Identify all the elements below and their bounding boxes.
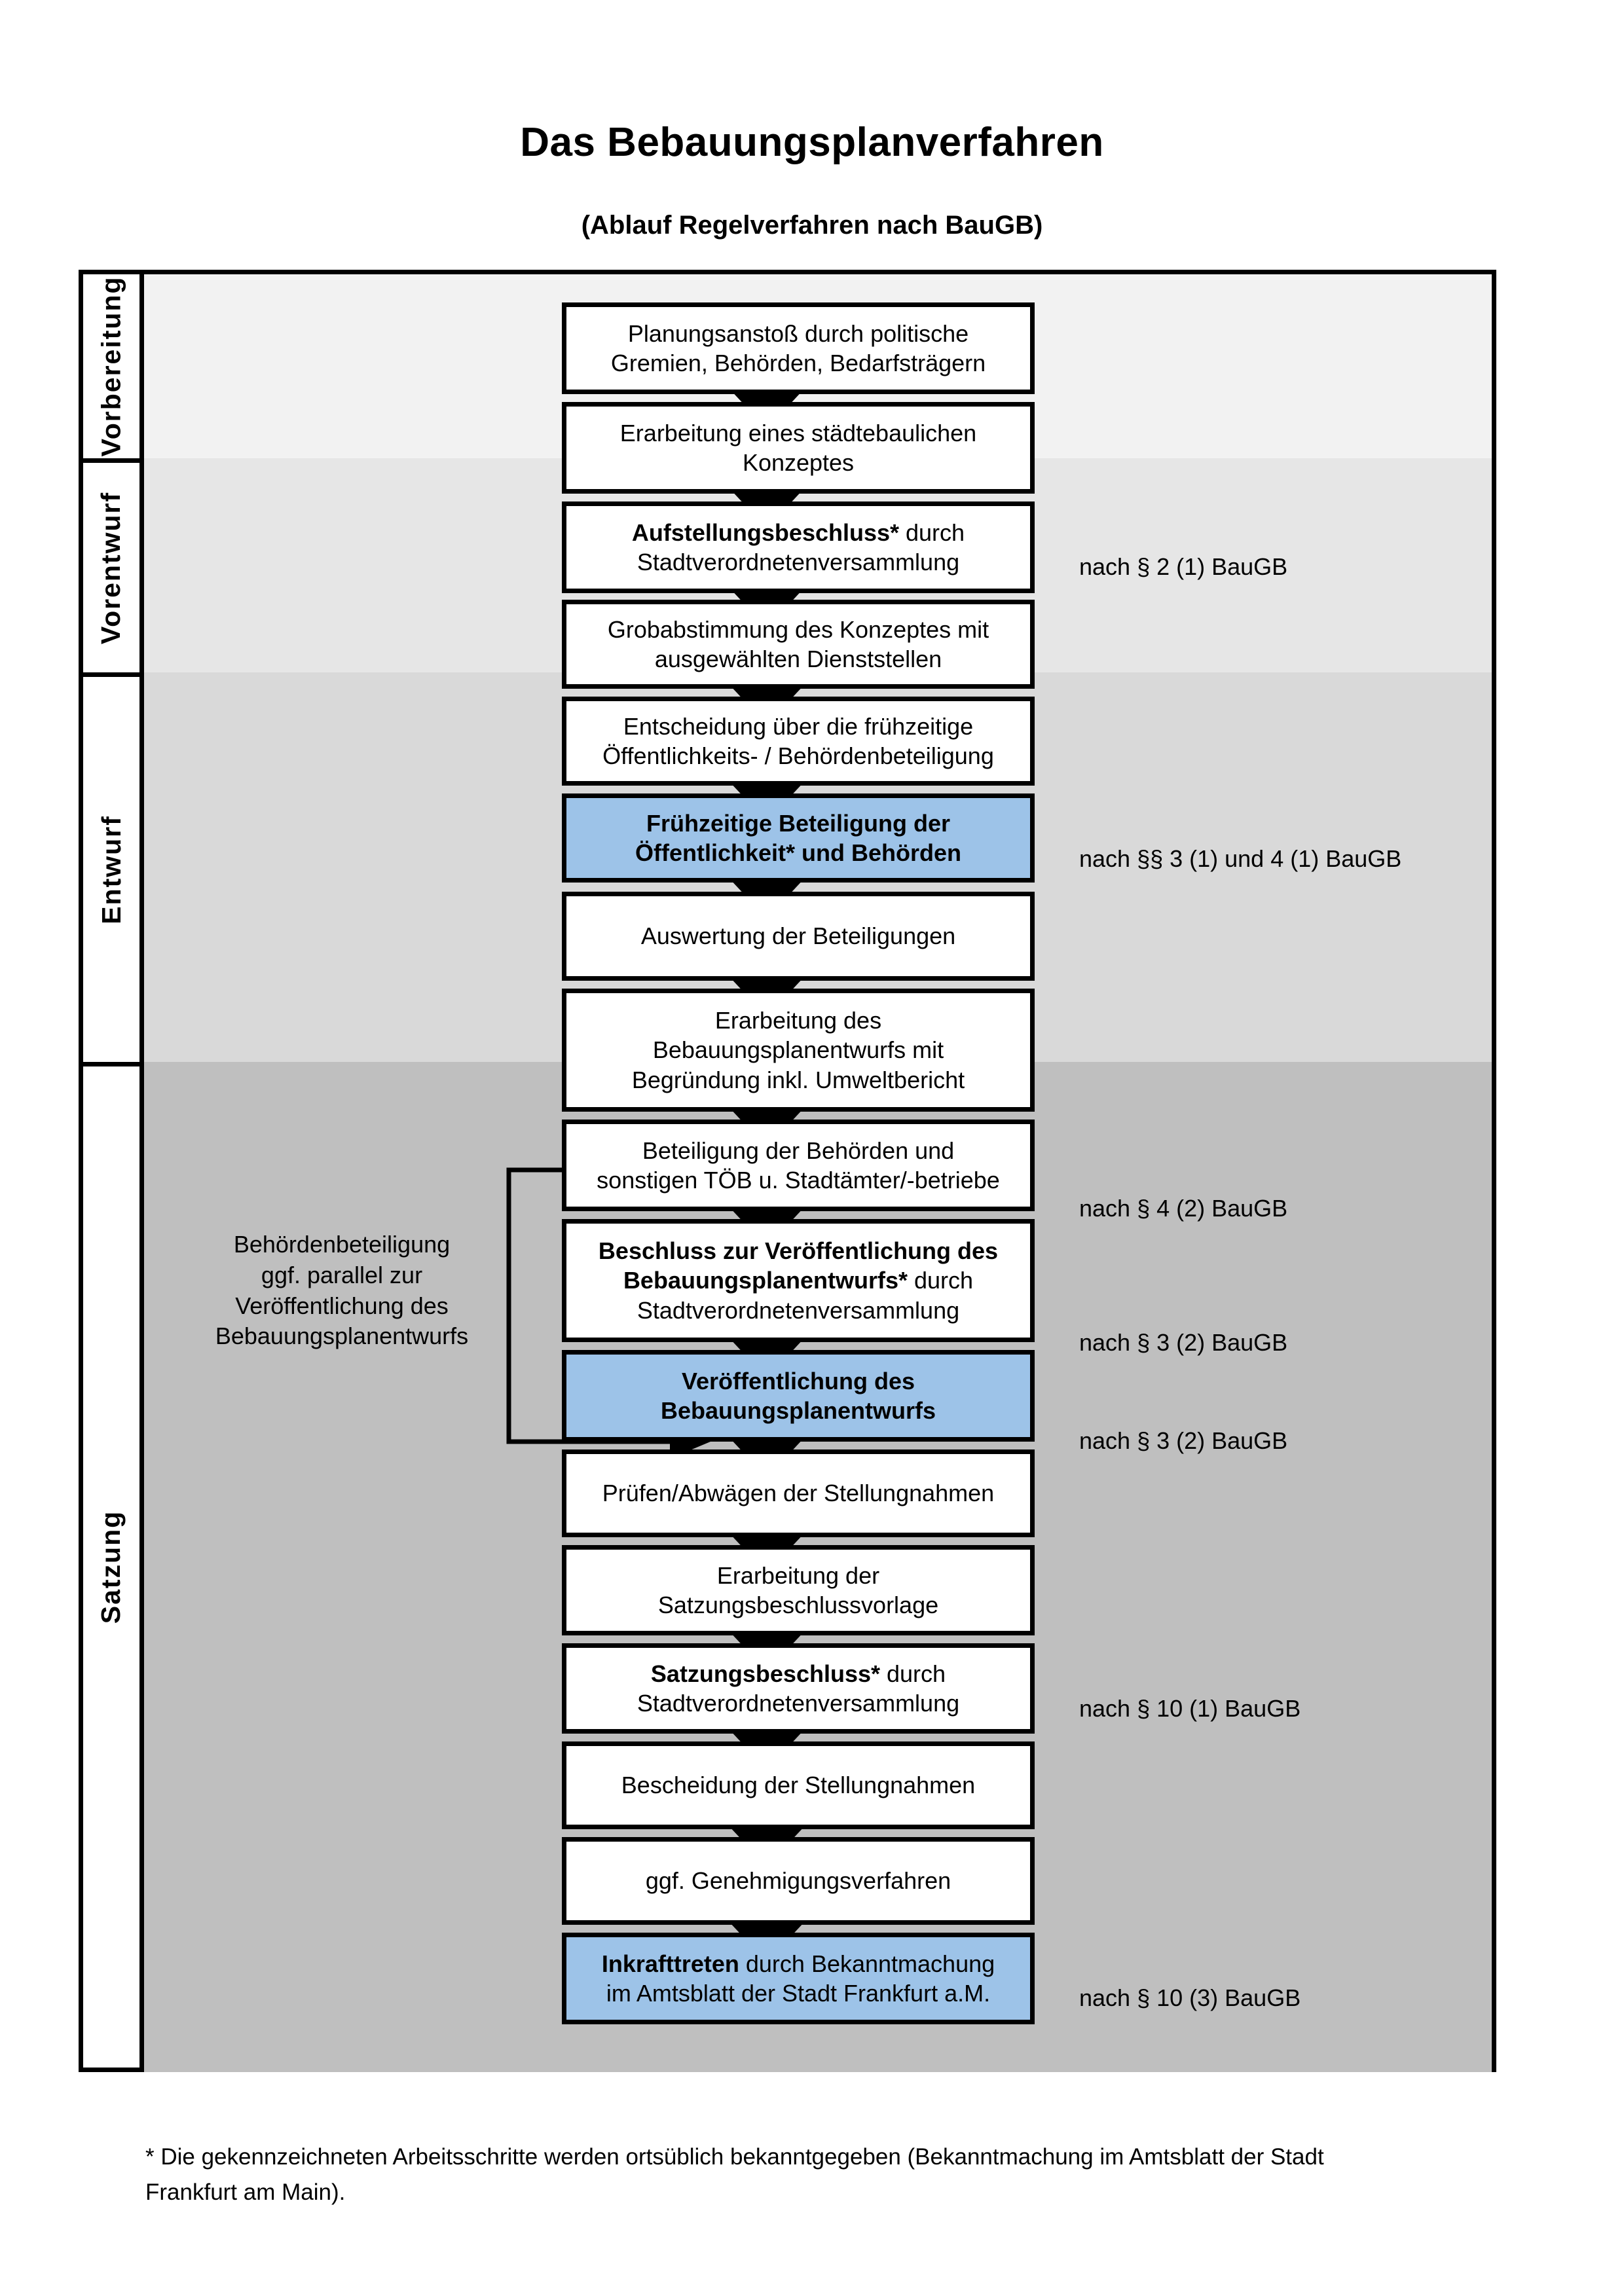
step-line-suffix: durch Bekanntmachung	[739, 1950, 995, 1977]
step-line: sonstigen TÖB u. Stadtämter/-betriebe	[597, 1167, 1000, 1194]
step-box-aufstellungsbeschluss[interactable]: Aufstellungsbeschluss* durch Stadtverord…	[562, 501, 1035, 593]
step-box-entscheidung-fruehzeitige-beteiligung[interactable]: Entscheidung über die frühzeitige Öffent…	[562, 697, 1035, 786]
step-box-veroeffentlichung-entwurf[interactable]: Veröffentlichung des Bebauungsplanentwur…	[562, 1350, 1035, 1442]
phase-label-cell-vorentwurf: Vorentwurf	[83, 458, 139, 672]
step-line-emphasis: Satzungsbeschluss*	[650, 1660, 881, 1687]
step-box-beschluss-veroeffentlichung[interactable]: Beschluss zur Veröffentlichung des Bebau…	[562, 1219, 1035, 1342]
footnote-line: * Die gekennzeichneten Arbeitsschritte w…	[145, 2144, 1324, 2170]
step-box-erarbeitung-satzungsbeschlussvorlage[interactable]: Erarbeitung der Satzungsbeschlussvorlage	[562, 1545, 1035, 1635]
step-line: Erarbeitung der	[716, 1561, 880, 1589]
step-line: Satzungsbeschlussvorlage	[657, 1592, 939, 1618]
step-box-auswertung-beteiligungen[interactable]: Auswertung der Beteiligungen	[562, 892, 1035, 981]
step-line: ggf. Genehmigungsverfahren	[645, 1867, 951, 1895]
step-line: Inkrafttreten durch Bekanntmachung	[602, 1949, 995, 1978]
step-line: Konzeptes	[742, 449, 855, 476]
step-line: Bebauungsplanentwurfs mit	[652, 1036, 944, 1064]
step-line-suffix: durch	[880, 1660, 946, 1687]
step-line: Frühzeitige Beteiligung der	[646, 809, 951, 837]
step-line: Prüfen/Abwägen der Stellungnahmen	[602, 1480, 995, 1507]
step-line: Erarbeitung des	[714, 1006, 882, 1034]
step-box-beteiligung-behoerden-toeb[interactable]: Beteiligung der Behörden und sonstigen T…	[562, 1120, 1035, 1211]
step-line: Aufstellungsbeschluss* durch	[632, 518, 965, 547]
step-box-planungsanstoss[interactable]: Planungsanstoß durch politische Gremien,…	[562, 302, 1035, 394]
step-line: Beschluss zur Veröffentlichung des	[598, 1237, 999, 1264]
step-line: Planungsanstoß durch politische	[627, 319, 969, 347]
phase-rail: Vorbereitung Vorentwurf Entwurf Satzung	[83, 274, 144, 2068]
step-line: Stadtverordnetenversammlung	[637, 1690, 960, 1717]
legal-reference-inkrafttreten: nach § 10 (3) BauGB	[1079, 1984, 1301, 2011]
step-box-bescheidung-stellungnahmen[interactable]: Bescheidung der Stellungnahmen	[562, 1741, 1035, 1829]
step-line: ausgewählten Dienststellen	[654, 646, 942, 672]
step-line-emphasis: Aufstellungsbeschluss*	[631, 519, 900, 546]
phase-label-cell-satzung: Satzung	[83, 1062, 139, 2068]
step-box-inkrafttreten[interactable]: Inkrafttreten durch Bekanntmachung im Am…	[562, 1933, 1035, 2024]
step-line: Bebauungsplanentwurfs* durch	[623, 1266, 973, 1295]
step-line: Grobabstimmung des Konzeptes mit	[607, 615, 989, 643]
step-line: Gremien, Behörden, Bedarfsträgern	[610, 350, 986, 376]
step-line: Stadtverordnetenversammlung	[637, 549, 960, 575]
side-note-behoerdenbeteiligung: Behördenbeteiligung ggf. parallel zur Ve…	[185, 1230, 499, 1352]
step-box-erarbeitung-entwurf[interactable]: Erarbeitung des Bebauungsplanentwurfs mi…	[562, 989, 1035, 1112]
step-line: Bebauungsplanentwurfs	[660, 1397, 936, 1424]
step-box-staedtebauliches-konzept[interactable]: Erarbeitung eines städtebaulichen Konzep…	[562, 402, 1035, 494]
step-line: Öffentlichkeit* und Behörden	[635, 839, 962, 866]
step-line: Stadtverordnetenversammlung	[637, 1296, 960, 1324]
side-note-line: Bebauungsplanentwurfs	[215, 1322, 469, 1350]
side-note-line: Behördenbeteiligung	[233, 1231, 451, 1258]
step-line: Satzungsbeschluss* durch	[651, 1659, 946, 1688]
step-line: Erarbeitung eines städtebaulichen	[619, 419, 977, 446]
side-note-line: ggf. parallel zur	[261, 1261, 423, 1288]
step-line: Auswertung der Beteiligungen	[640, 922, 956, 950]
side-note-line: Veröffentlichung des	[235, 1292, 449, 1319]
legal-reference-aufstellungsbeschluss: nach § 2 (1) BauGB	[1079, 553, 1288, 580]
phase-label-cell-entwurf: Entwurf	[83, 672, 139, 1062]
step-line: Entscheidung über die frühzeitige	[623, 712, 974, 740]
footnote-line: Frankfurt am Main).	[145, 2179, 346, 2206]
page-title: Das Bebauungsplanverfahren	[520, 120, 1104, 165]
step-line: Begründung inkl. Umweltbericht	[631, 1066, 965, 1093]
legal-reference-beschluss-veroeffentlichung: nach § 3 (2) BauGB	[1079, 1329, 1288, 1356]
step-line: im Amtsblatt der Stadt Frankfurt a.M.	[606, 1980, 991, 2007]
step-box-pruefen-abwaegen[interactable]: Prüfen/Abwägen der Stellungnahmen	[562, 1449, 1035, 1537]
page-subtitle: (Ablauf Regelverfahren nach BauGB)	[581, 211, 1043, 240]
step-line-emphasis: Inkrafttreten	[601, 1950, 739, 1977]
step-line-suffix: durch	[907, 1267, 974, 1294]
legal-reference-veroeffentlichung-entwurf: nach § 3 (2) BauGB	[1079, 1427, 1288, 1454]
step-line: Veröffentlichung des	[681, 1367, 915, 1394]
footnote: * Die gekennzeichneten Arbeitsschritte w…	[145, 2140, 1521, 2211]
legal-reference-beteiligung-behoerden-toeb: nach § 4 (2) BauGB	[1079, 1195, 1288, 1222]
step-line: Öffentlichkeits- / Behördenbeteiligung	[602, 742, 994, 769]
step-line-suffix: durch	[899, 519, 965, 546]
legal-reference-fruehzeitige-beteiligung: nach §§ 3 (1) und 4 (1) BauGB	[1079, 845, 1402, 872]
step-box-grobabstimmung[interactable]: Grobabstimmung des Konzeptes mit ausgewä…	[562, 600, 1035, 689]
step-box-satzungsbeschluss[interactable]: Satzungsbeschluss* durch Stadtverordnete…	[562, 1643, 1035, 1734]
step-line: Beteiligung der Behörden und	[642, 1137, 955, 1164]
step-line-emphasis: Bebauungsplanentwurfs*	[623, 1267, 908, 1294]
step-box-genehmigungsverfahren[interactable]: ggf. Genehmigungsverfahren	[562, 1837, 1035, 1925]
legal-reference-satzungsbeschluss: nach § 10 (1) BauGB	[1079, 1695, 1301, 1722]
step-line: Bescheidung der Stellungnahmen	[621, 1772, 976, 1799]
step-box-fruehzeitige-beteiligung[interactable]: Frühzeitige Beteiligung der Öffentlichke…	[562, 793, 1035, 883]
